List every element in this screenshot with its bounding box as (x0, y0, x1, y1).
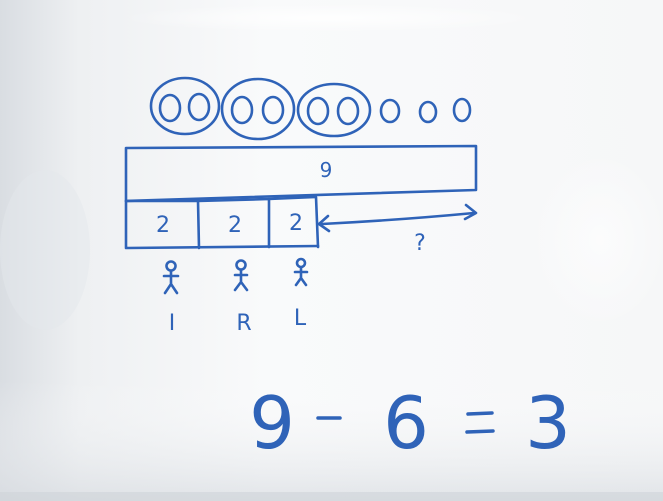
person-label-1: I (169, 311, 176, 336)
counter-9 (452, 97, 472, 123)
counter-3 (230, 95, 254, 125)
counter-6 (336, 96, 360, 126)
pair-circle-3 (296, 82, 372, 138)
part-1-value: 2 (156, 213, 170, 238)
counter-7 (379, 98, 401, 124)
equals-sign-bottom (465, 429, 495, 434)
counter-2 (187, 92, 211, 122)
person-label-2: R (236, 311, 251, 336)
parts-bar-outline (124, 199, 320, 250)
equals-sign-top (466, 411, 494, 416)
part-box-3 (267, 195, 320, 249)
whole-total-label: 9 (320, 158, 333, 182)
counter-8 (418, 100, 438, 124)
person-label-3: L (294, 306, 307, 331)
equation-part-4: 3 (525, 381, 571, 465)
pair-circle-1 (149, 76, 221, 136)
unknown-arrowhead-left (317, 214, 331, 233)
equation-part-0: 9 (249, 381, 295, 465)
counter-1 (158, 93, 182, 123)
part-3-value: 2 (289, 211, 303, 236)
part-2-value: 2 (228, 213, 242, 238)
person-icon-2 (233, 259, 249, 292)
equation-part-2: 6 (383, 381, 429, 465)
person-icon-1 (162, 260, 180, 295)
counter-4 (261, 95, 285, 125)
unknown-label: ? (414, 231, 426, 256)
person-icon-3 (293, 257, 309, 287)
unknown-arrow (320, 211, 476, 226)
unknown-arrowhead-right (463, 203, 478, 221)
pair-circle-2 (220, 77, 296, 141)
counter-5 (306, 96, 330, 126)
whole-bar (124, 144, 478, 203)
counters-row (149, 76, 472, 141)
